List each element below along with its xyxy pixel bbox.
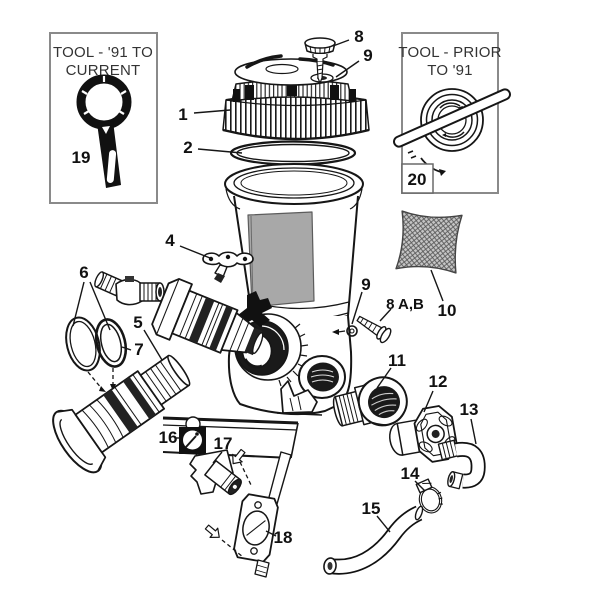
callout-13: 13: [460, 400, 479, 419]
callout-19: 19: [72, 148, 91, 167]
hose-adapter: [52, 354, 191, 474]
callout-17: 17: [214, 434, 233, 453]
valve-handle: [238, 291, 272, 327]
tool-box-current-title-line2: CURRENT: [66, 62, 141, 79]
tailpiece-fitting: [332, 376, 408, 427]
assembly-arrows: [204, 448, 253, 558]
elbow-fitting-left: [94, 271, 165, 306]
callout-10: 10: [438, 301, 457, 320]
callout-18: 18: [274, 528, 293, 547]
bleed-valve: [202, 251, 254, 283]
callout-14: 14: [401, 464, 420, 483]
callout-labels: 1 2 8 9 4 6 5 7 9 8 A,B 10 11 12 13 14 1…: [79, 27, 478, 547]
inlet-union: [151, 278, 264, 356]
callout-9-mid: 9: [361, 275, 370, 294]
tool-box-current: TOOL - '91 TO CURRENT 19: [49, 32, 158, 204]
base-foot: [276, 380, 323, 416]
callout-11: 11: [388, 351, 406, 370]
tool-box-prior-title-line1: TOOL - PRIOR: [398, 44, 501, 61]
tool-box-current-frame: [49, 32, 158, 204]
barbed-elbow: [437, 439, 486, 490]
tank-body: [224, 163, 364, 325]
callout-2: 2: [183, 138, 192, 157]
mounting-plate: [233, 451, 292, 578]
callout-9-top: 9: [363, 46, 372, 65]
callout-8ab: 8 A,B: [386, 296, 424, 313]
tool-box-prior: TOOL - PRIOR TO '91 20: [393, 32, 511, 194]
hose-clamp: [415, 478, 443, 514]
callout-6: 6: [79, 263, 88, 282]
leader-lines: [72, 39, 477, 537]
screw-and-washer: [332, 315, 392, 344]
mesh-screen: [395, 210, 463, 274]
tool-box-current-title-line1: TOOL - '91 TO: [53, 44, 153, 61]
callout-7: 7: [134, 340, 143, 359]
callout-12: 12: [429, 372, 448, 391]
callout-5: 5: [133, 313, 142, 332]
callout-16: 16: [159, 428, 178, 447]
valve-housing: [227, 291, 353, 416]
air-relief-knob: [304, 37, 336, 84]
callout-20: 20: [408, 170, 427, 189]
drain-hose: [323, 505, 424, 575]
drain-valve: [189, 449, 242, 496]
lid-collar: [231, 79, 356, 102]
part-20-label-box: [401, 163, 434, 194]
callout-8: 8: [354, 27, 363, 46]
tool-box-prior-title-line2: TO '91: [427, 62, 472, 79]
callout-4: 4: [165, 231, 175, 250]
filter-wrench-illustration: [76, 74, 132, 188]
outlet-port: [298, 355, 346, 399]
strap-tool-illustration: [393, 88, 511, 176]
callout-1: 1: [178, 105, 187, 124]
callout-15: 15: [362, 499, 381, 518]
